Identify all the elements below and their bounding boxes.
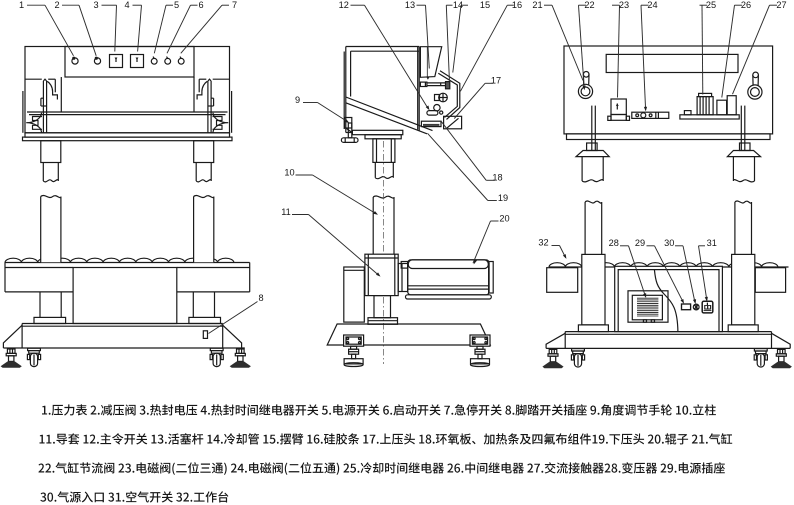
svg-text:21: 21 — [532, 0, 542, 10]
svg-text:23: 23 — [619, 0, 629, 10]
svg-text:1: 1 — [19, 0, 24, 10]
svg-text:32: 32 — [538, 238, 548, 248]
svg-text:24: 24 — [647, 0, 657, 10]
svg-text:4: 4 — [124, 0, 129, 10]
svg-text:28: 28 — [609, 238, 619, 248]
svg-text:13: 13 — [405, 0, 415, 10]
svg-text:16: 16 — [512, 0, 522, 10]
svg-text:9: 9 — [295, 95, 300, 105]
svg-text:7: 7 — [232, 0, 237, 10]
svg-text:29: 29 — [635, 238, 645, 248]
svg-text:15: 15 — [480, 0, 490, 10]
svg-text:6: 6 — [198, 0, 203, 10]
svg-text:25: 25 — [706, 0, 716, 10]
svg-text:18: 18 — [492, 173, 502, 183]
svg-text:27: 27 — [776, 0, 786, 10]
svg-text:5: 5 — [174, 0, 179, 10]
svg-text:12: 12 — [339, 0, 349, 10]
svg-text:11: 11 — [281, 207, 291, 217]
svg-text:14: 14 — [453, 0, 463, 10]
svg-text:17: 17 — [491, 76, 501, 86]
svg-text:8: 8 — [258, 293, 263, 303]
svg-text:22: 22 — [584, 0, 594, 10]
svg-text:31: 31 — [707, 238, 717, 248]
svg-text:3: 3 — [93, 0, 98, 10]
svg-text:20: 20 — [499, 213, 509, 223]
svg-text:19: 19 — [498, 193, 508, 203]
svg-text:2: 2 — [54, 0, 59, 10]
svg-text:26: 26 — [741, 0, 751, 10]
svg-text:30: 30 — [664, 238, 674, 248]
svg-text:10: 10 — [284, 167, 294, 177]
